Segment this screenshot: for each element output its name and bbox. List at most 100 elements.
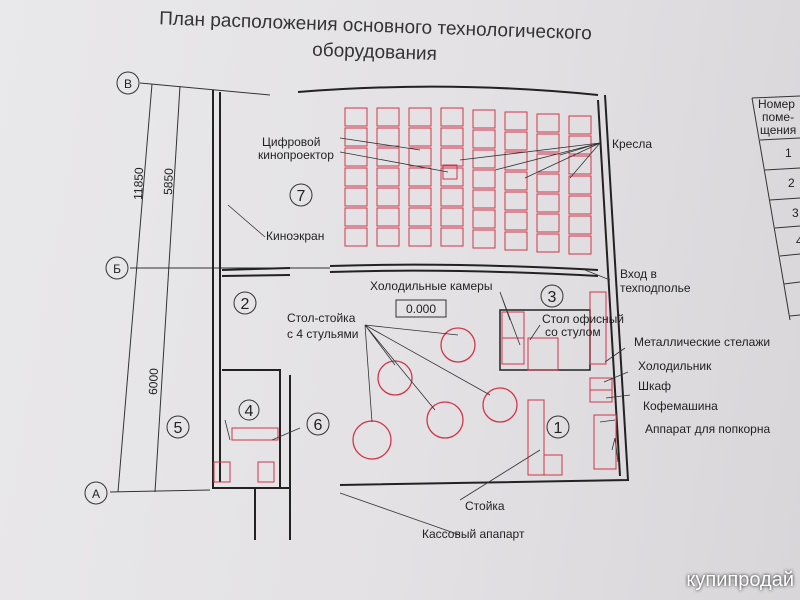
svg-text:В: В <box>124 77 132 91</box>
svg-text:Кофемашина: Кофемашина <box>643 399 718 413</box>
bar-table <box>482 387 518 423</box>
seat <box>344 187 368 207</box>
svg-text:с 4 стульями: с 4 стульями <box>287 327 358 341</box>
svg-text:3: 3 <box>792 206 799 220</box>
seat <box>568 195 592 215</box>
seat <box>472 229 496 249</box>
seat <box>408 167 432 187</box>
level-mark: 0.000 <box>406 302 436 316</box>
seat <box>408 147 432 167</box>
seats-group <box>344 107 592 255</box>
seat <box>472 189 496 209</box>
svg-text:1: 1 <box>554 420 563 437</box>
seat <box>344 167 368 187</box>
seat <box>504 211 528 231</box>
seat <box>440 207 464 227</box>
plan-title: План расположения основного технологичес… <box>159 8 592 65</box>
seat <box>504 131 528 151</box>
svg-text:щения: щения <box>760 123 796 137</box>
seat <box>376 207 400 227</box>
svg-text:кинопроектор: кинопроектор <box>258 148 334 162</box>
seat <box>504 191 528 211</box>
axis-b-marker: В <box>116 71 140 95</box>
seat <box>504 151 528 171</box>
seat <box>568 155 592 175</box>
svg-text:Шкаф: Шкаф <box>638 379 671 393</box>
leader-lines <box>224 137 631 536</box>
seat <box>408 127 432 147</box>
seat <box>472 129 496 149</box>
seat <box>536 233 560 253</box>
watermark: купипродай <box>686 569 794 591</box>
seat <box>440 147 464 167</box>
seat <box>376 107 400 127</box>
room-number-table <box>751 95 800 321</box>
svg-text:техподполье: техподполье <box>620 281 691 295</box>
svg-text:Стойка: Стойка <box>465 499 505 513</box>
seat <box>344 147 368 167</box>
dimension-total: 11850 <box>131 167 146 200</box>
bar-table <box>426 401 464 439</box>
seat <box>472 169 496 189</box>
equipment <box>213 164 617 483</box>
seat <box>440 107 464 127</box>
svg-text:Б: Б <box>113 262 121 276</box>
seat <box>536 113 560 133</box>
dimension-lines <box>109 82 330 493</box>
seat <box>536 153 560 173</box>
level-mark-box <box>395 299 447 318</box>
seat <box>504 111 528 131</box>
svg-text:Металлические стелажи: Металлические стелажи <box>634 335 770 349</box>
seat <box>408 207 432 227</box>
seat <box>440 187 464 207</box>
seat <box>376 127 400 147</box>
seat <box>536 213 560 233</box>
seat <box>536 133 560 153</box>
svg-text:Цифровой: Цифровой <box>262 135 320 149</box>
axis-b2-marker: Б <box>105 256 129 280</box>
seat <box>504 231 528 251</box>
seat <box>568 215 592 235</box>
room-numbers: 7 2 3 1 4 5 6 <box>166 183 570 439</box>
seat <box>440 167 464 187</box>
svg-text:Номер: Номер <box>758 97 795 111</box>
seat <box>376 187 400 207</box>
svg-text:4: 4 <box>245 403 254 420</box>
axis-a-marker: А <box>84 481 108 505</box>
seat <box>440 227 464 247</box>
svg-text:Холодильник: Холодильник <box>638 359 712 373</box>
seat <box>568 175 592 195</box>
seat <box>536 193 560 213</box>
svg-text:А: А <box>92 487 100 501</box>
seat <box>344 127 368 147</box>
seat <box>472 209 496 229</box>
seat <box>472 149 496 169</box>
svg-text:3: 3 <box>548 289 557 306</box>
svg-text:6: 6 <box>314 417 323 434</box>
seat <box>568 235 592 255</box>
title-line-1: План расположения основного технологичес… <box>159 8 592 44</box>
seat <box>376 227 400 247</box>
seat <box>504 171 528 191</box>
seat <box>440 127 464 147</box>
seat <box>536 173 560 193</box>
seat <box>344 207 368 227</box>
bar-table <box>377 360 413 396</box>
svg-text:Кресла: Кресла <box>612 137 652 151</box>
svg-text:поме-: поме- <box>762 110 794 124</box>
dimension-lower: 6000 <box>146 368 161 395</box>
svg-text:Стол офисный: Стол офисный <box>542 312 624 326</box>
svg-text:Холодильные камеры: Холодильные камеры <box>370 279 492 293</box>
svg-text:Кассовый апапарт: Кассовый апапарт <box>422 527 525 541</box>
seat <box>376 147 400 167</box>
bar-tables <box>352 327 518 460</box>
dimension-upper: 5850 <box>161 168 176 195</box>
room-table-text: Номер поме- щения 1 2 3 4 <box>758 97 800 248</box>
bar-table <box>352 420 392 460</box>
svg-text:Аппарат для попкорна: Аппарат для попкорна <box>645 422 770 436</box>
svg-text:2: 2 <box>241 296 250 313</box>
bar-table <box>440 327 476 363</box>
svg-text:Вход в: Вход в <box>620 267 657 281</box>
